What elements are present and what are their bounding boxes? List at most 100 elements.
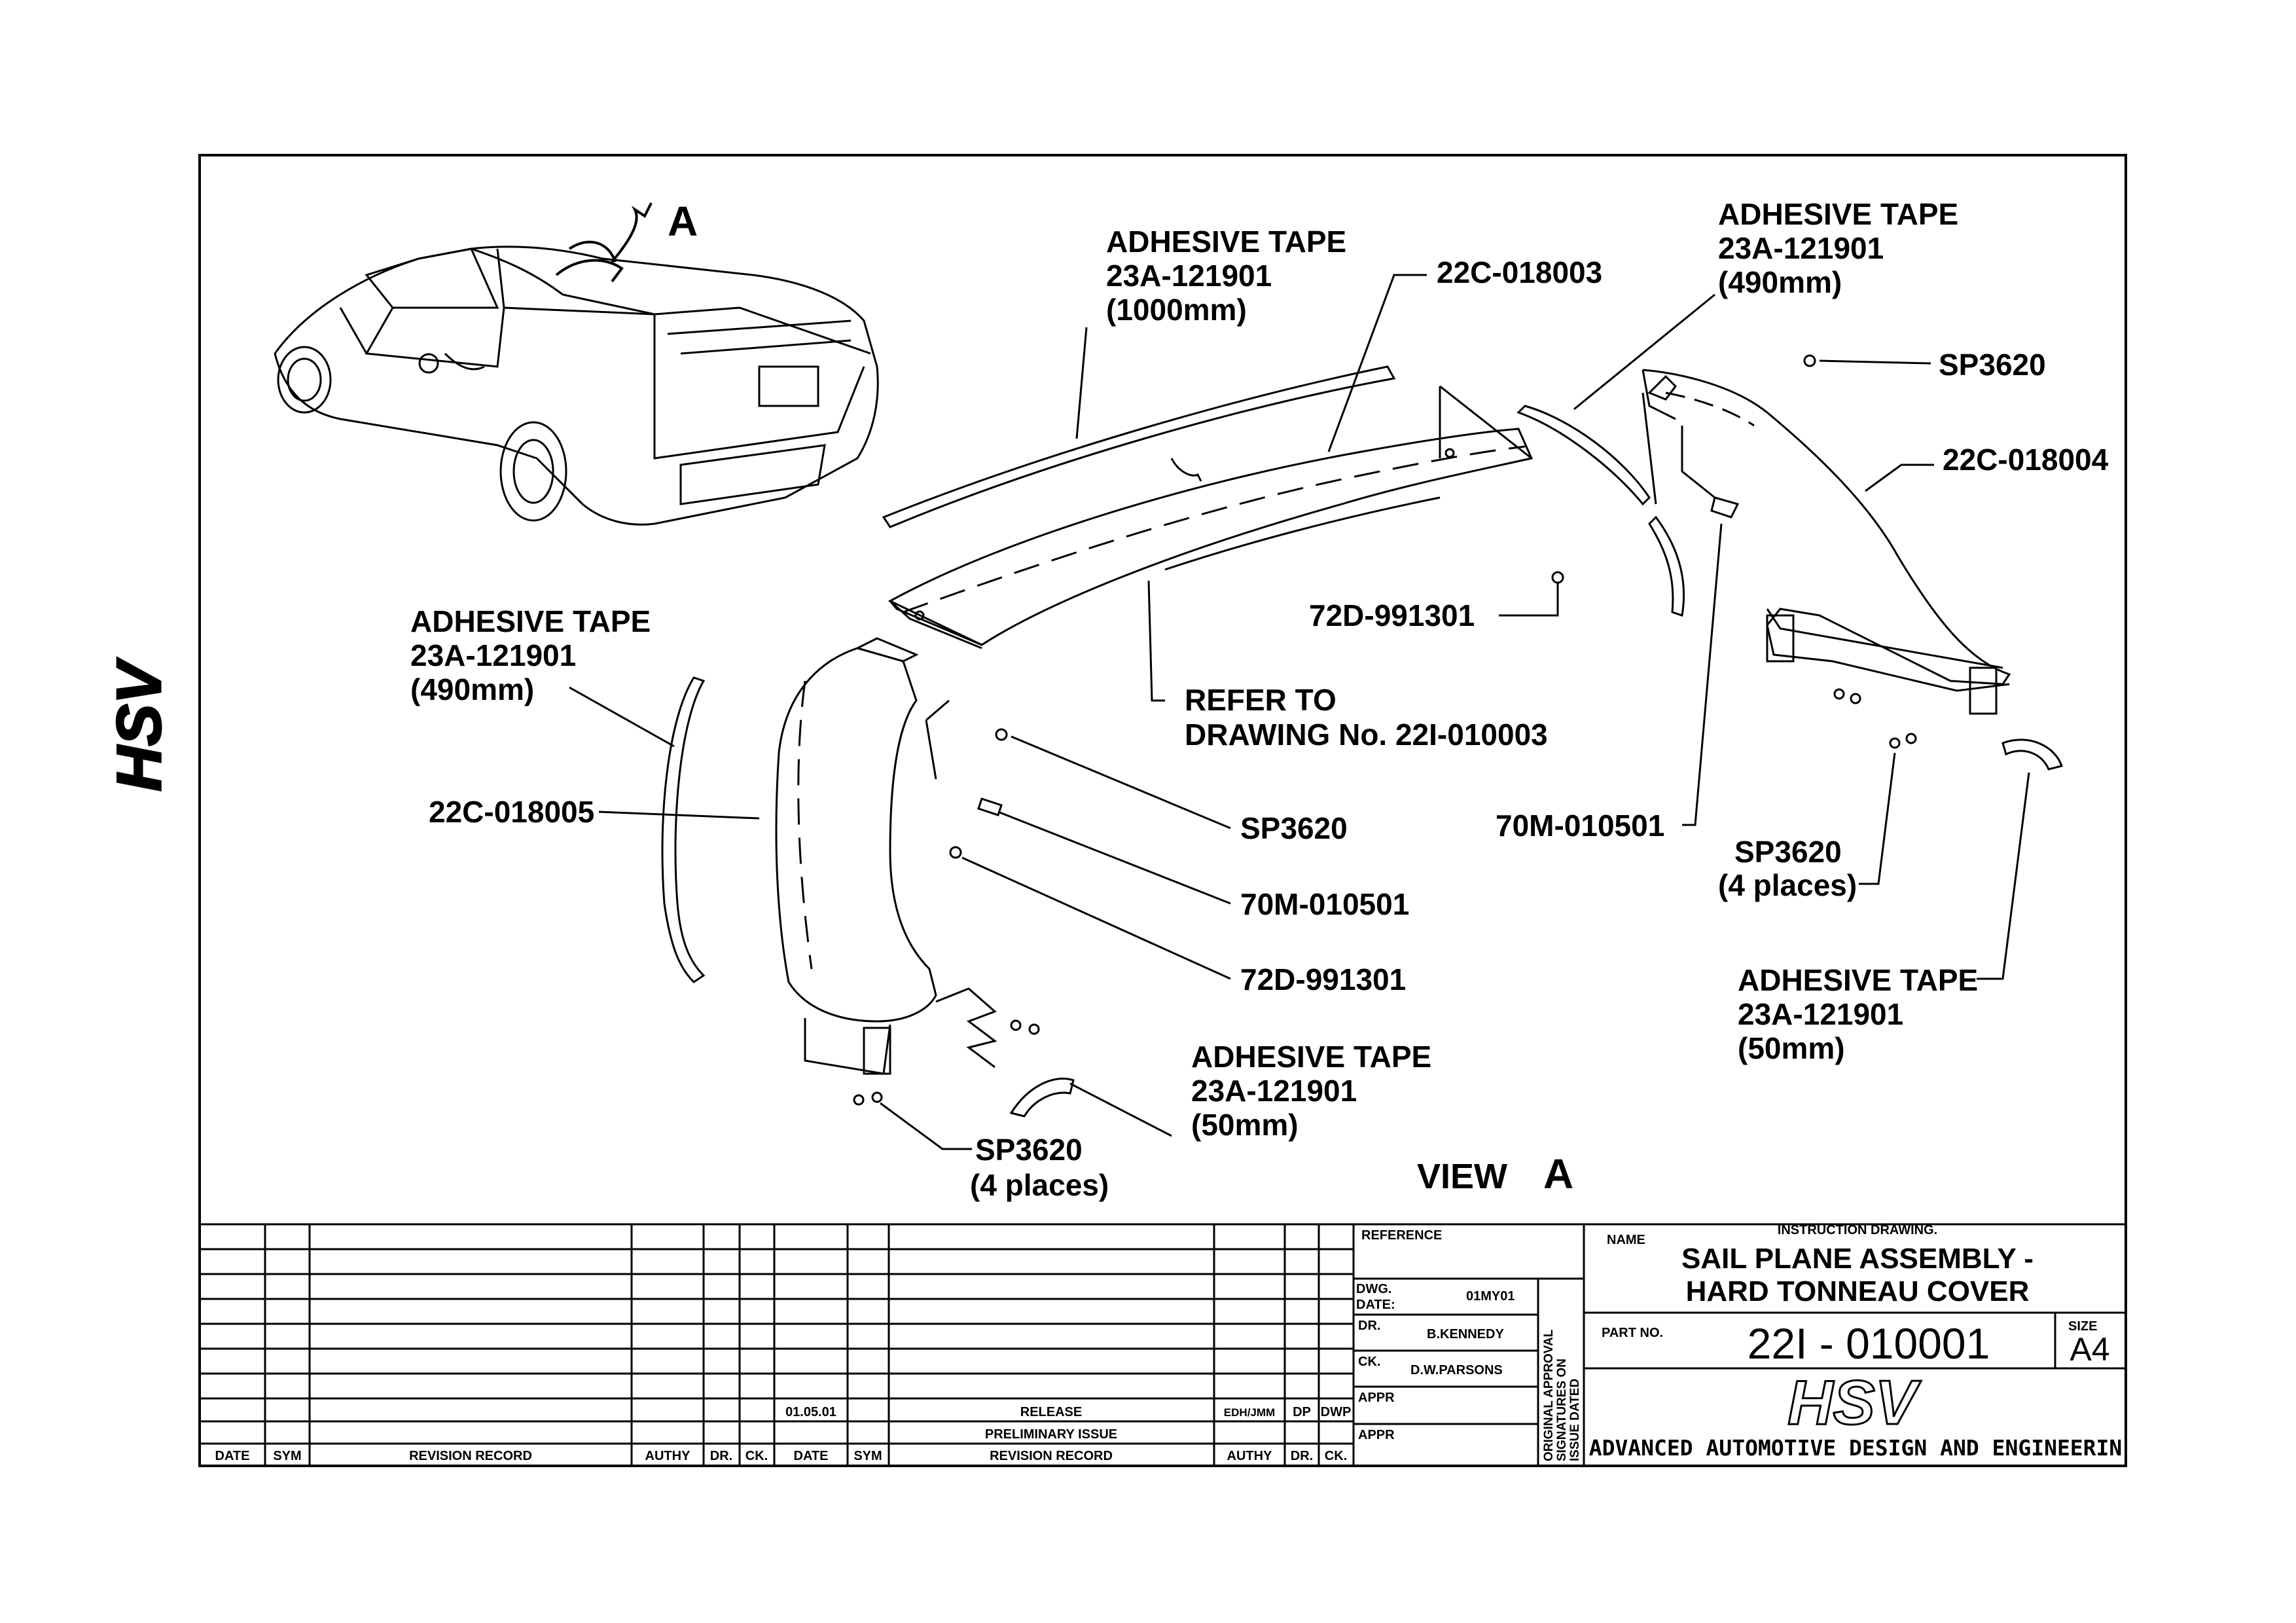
tape-piece-50mm-right xyxy=(2001,739,2063,771)
rev-entry-ck: DWP xyxy=(1321,1405,1352,1419)
view-letter: A xyxy=(1543,1150,1573,1197)
callout-sp3620-right-part: SP3620 xyxy=(1734,835,1842,869)
callout-sp3620-right-qty: (4 places) xyxy=(1718,868,1857,902)
rev-entry-2-record: PRELIMINARY ISSUE xyxy=(985,1427,1117,1442)
callout-tape-50mm-bottom-length: (50mm) xyxy=(1191,1108,1299,1142)
callout-sp3620-4places-right: SP3620 (4 places) xyxy=(1718,835,1857,902)
rev-left-authy: AUTHY xyxy=(645,1449,691,1463)
callout-sp3620-mid: SP3620 xyxy=(1240,811,1348,845)
callout-tape-490mm-right-title: ADHESIVE TAPE xyxy=(1718,197,1958,231)
callout-72d-991301-top: 72D-991301 xyxy=(1309,598,1475,632)
rev-entry-record: RELEASE xyxy=(1020,1405,1082,1419)
rev-right-authy: AUTHY xyxy=(1227,1449,1273,1463)
appr-label-1: APPR xyxy=(1358,1391,1395,1405)
name-sub: INSTRUCTION DRAWING. xyxy=(1778,1223,1937,1237)
size-label: SIZE xyxy=(2068,1319,2097,1334)
callout-tape-50mm-right-title: ADHESIVE TAPE xyxy=(1738,963,1978,997)
callout-sp3620-bottom-part: SP3620 xyxy=(975,1133,1083,1167)
rev-left-ck: CK. xyxy=(745,1449,768,1463)
callout-tape-1000mm-length: (1000mm) xyxy=(1106,293,1247,327)
callout-tape-490mm-left-length: (490mm) xyxy=(410,672,534,706)
callout-70m-010501-right: 70M-010501 xyxy=(1496,809,1664,843)
callout-tape-50mm-bottom-part: 23A-121901 xyxy=(1191,1074,1357,1108)
callout-tape-50mm-bottom-title: ADHESIVE TAPE xyxy=(1191,1040,1431,1074)
title-block xyxy=(200,1223,2126,1466)
rev-entry-date: 01.05.01 xyxy=(785,1405,836,1419)
ck-name: D.W.PARSONS xyxy=(1410,1363,1503,1377)
callout-tape-490mm-right: ADHESIVE TAPE 23A-121901 (490mm) xyxy=(1718,197,1958,299)
dwg-date-label-2: DATE: xyxy=(1356,1298,1395,1312)
spoiler-22c-018003 xyxy=(888,385,1534,649)
vehicle-illustration xyxy=(274,202,879,526)
callout-tape-490mm-left: ADHESIVE TAPE 23A-121901 (490mm) xyxy=(410,604,651,706)
callout-tape-490mm-right-part: 23A-121901 xyxy=(1718,231,1884,265)
revision-entry: 01.05.01 RELEASE EDH/JMM DP DWP PRELIMIN… xyxy=(785,1405,1351,1442)
callout-72d-991301-mid: 72D-991301 xyxy=(1240,962,1406,996)
rev-right-dr: DR. xyxy=(1291,1449,1313,1463)
approval-note-1: ORIGINAL APPROVAL xyxy=(1542,1329,1556,1461)
callout-tape-50mm-right-part: 23A-121901 xyxy=(1738,997,1903,1031)
dr-label: DR. xyxy=(1358,1319,1380,1333)
callout-70m-010501-mid: 70M-010501 xyxy=(1240,887,1409,921)
callout-tape-50mm-right-length: (50mm) xyxy=(1738,1031,1845,1065)
callout-refer-drawing: REFER TO DRAWING No. 22I-010003 xyxy=(1185,683,1548,752)
ck-label: CK. xyxy=(1358,1355,1380,1369)
side-logo-text: HSV xyxy=(104,657,174,791)
callout-22c-018005: 22C-018005 xyxy=(429,795,594,829)
callout-tape-490mm-right-length: (490mm) xyxy=(1718,265,1842,299)
leader-lines xyxy=(569,274,2030,1150)
rev-entry-authy: EDH/JMM xyxy=(1224,1406,1275,1419)
drawing-title-line2: HARD TONNEAU COVER xyxy=(1686,1275,2030,1307)
reference-label: REFERENCE xyxy=(1361,1228,1442,1243)
revision-headers-right: DATE SYM REVISION RECORD AUTHY DR. CK. xyxy=(794,1449,1348,1463)
rev-right-ck: CK. xyxy=(1325,1449,1347,1463)
rev-left-sym: SYM xyxy=(273,1449,301,1463)
rev-left-record: REVISION RECORD xyxy=(409,1449,532,1463)
callout-tape-490mm-left-title: ADHESIVE TAPE xyxy=(410,604,651,638)
callout-refer-line2: DRAWING No. 22I-010003 xyxy=(1185,718,1548,752)
callout-tape-1000mm: ADHESIVE TAPE 23A-121901 (1000mm) xyxy=(1106,225,1346,327)
rev-left-date: DATE xyxy=(215,1449,250,1463)
callout-22c-018004: 22C-018004 xyxy=(1943,443,2109,477)
rev-entry-dr: DP xyxy=(1293,1405,1311,1419)
company-name: ADVANCED AUTOMOTIVE DESIGN AND ENGINEERI… xyxy=(1589,1435,2123,1461)
dwg-date-label-1: DWG. xyxy=(1356,1282,1391,1296)
callout-refer-line1: REFER TO xyxy=(1185,683,1336,717)
part-no-label: PART NO. xyxy=(1602,1326,1663,1340)
drawing-title-line1: SAIL PLANE ASSEMBLY - xyxy=(1681,1243,2034,1275)
revision-headers-left: DATE SYM REVISION RECORD AUTHY DR. CK. xyxy=(215,1449,768,1463)
callout-tape-50mm-bottom: ADHESIVE TAPE 23A-121901 (50mm) xyxy=(1191,1040,1431,1142)
view-arrow-letter: A xyxy=(668,198,698,245)
callout-sp3620-4places-bottom: SP3620 (4 places) xyxy=(970,1133,1109,1202)
rev-left-dr: DR. xyxy=(710,1449,732,1463)
appr-label-2: APPR xyxy=(1358,1428,1395,1442)
rev-right-sym: SYM xyxy=(853,1449,882,1463)
callout-tape-1000mm-title: ADHESIVE TAPE xyxy=(1106,225,1346,259)
callout-tape-1000mm-part: 23A-121901 xyxy=(1106,259,1272,293)
approval-note: ORIGINAL APPROVAL SIGNATURES ON ISSUE DA… xyxy=(1542,1329,1582,1461)
drawing-border xyxy=(198,154,2127,1467)
callout-sp3620-right-top: SP3620 xyxy=(1939,348,2046,382)
side-hsv-logo: HSV xyxy=(103,657,175,792)
rev-right-record: REVISION RECORD xyxy=(990,1449,1113,1463)
callout-tape-50mm-right: ADHESIVE TAPE 23A-121901 (50mm) xyxy=(1738,963,1978,1065)
rev-right-date: DATE xyxy=(794,1449,829,1463)
sail-plane-right-22c-018004 xyxy=(1516,369,2011,715)
approval-note-3: ISSUE DATED xyxy=(1568,1379,1582,1461)
callout-tape-490mm-left-part: 23A-121901 xyxy=(410,638,576,672)
callout-22c-018003: 22C-018003 xyxy=(1437,255,1602,289)
part-number: 22I - 010001 xyxy=(1748,1319,1990,1368)
sail-plane-left-22c-018005 xyxy=(661,637,1003,1075)
company-logo: HSV xyxy=(1787,1368,1921,1438)
callout-sp3620-bottom-qty: (4 places) xyxy=(970,1168,1109,1202)
approval-note-2: SIGNATURES ON xyxy=(1555,1359,1569,1461)
tape-strip-1000mm xyxy=(882,365,1396,528)
name-label: NAME xyxy=(1607,1233,1645,1247)
fasteners xyxy=(853,354,1917,1106)
tape-piece-50mm-bottom xyxy=(1009,1077,1075,1118)
view-label: VIEW xyxy=(1417,1157,1507,1196)
dwg-date: 01MY01 xyxy=(1466,1289,1515,1304)
size-value: A4 xyxy=(2070,1331,2109,1368)
dr-name: B.KENNEDY xyxy=(1427,1327,1504,1341)
